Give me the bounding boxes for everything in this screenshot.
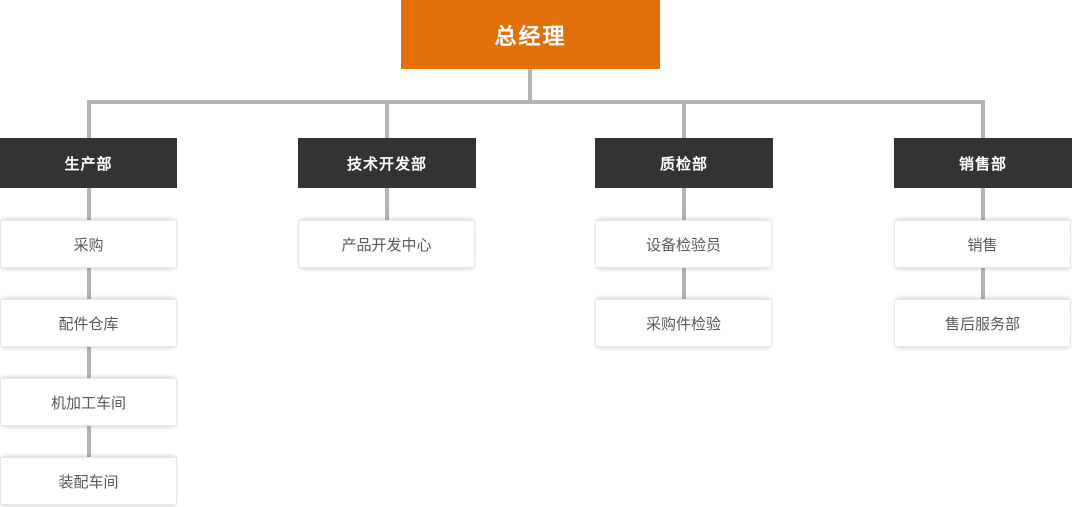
org-node-label: 采购件检验 (645, 315, 721, 333)
org-node-label: 质检部 (659, 155, 708, 173)
org-node-label: 配件仓库 (58, 315, 119, 333)
org-node-general-manager: 总经理 (401, 0, 660, 69)
connector-sub-stub (87, 347, 91, 378)
org-node-label: 产品开发中心 (341, 236, 432, 254)
org-node-label: 设备检验员 (645, 236, 721, 254)
org-node-label: 装配车间 (58, 473, 119, 491)
org-node-label: 生产部 (64, 155, 113, 173)
org-node-label: 售后服务部 (944, 315, 1020, 333)
connector-dept-stub (682, 102, 686, 138)
org-node-equipment-inspector: 设备检验员 (595, 220, 772, 268)
org-node-parts-warehouse: 配件仓库 (0, 299, 177, 347)
connector-sub-stub (87, 188, 91, 220)
connector-sub-stub (682, 268, 686, 299)
connector-sub-stub (981, 268, 985, 299)
connector-horizontal-trunk (87, 100, 985, 104)
org-node-after-sales-service: 售后服务部 (894, 299, 1071, 347)
connector-sub-stub (87, 426, 91, 457)
org-node-tech-development-dept: 技术开发部 (298, 138, 476, 188)
connector-dept-stub (385, 102, 389, 138)
org-node-assembly-workshop: 装配车间 (0, 457, 177, 505)
connector-dept-stub (87, 102, 91, 138)
org-node-label: 销售 (967, 236, 998, 254)
org-node-quality-inspection-dept: 质检部 (595, 138, 773, 188)
org-node-label: 技术开发部 (346, 155, 427, 173)
org-node-label: 总经理 (494, 23, 567, 49)
connector-root-stub (528, 69, 532, 102)
org-node-machining-workshop: 机加工车间 (0, 378, 177, 426)
connector-dept-stub (981, 102, 985, 138)
org-node-sales: 销售 (894, 220, 1071, 268)
org-node-label: 采购 (73, 236, 104, 254)
org-node-product-development-center: 产品开发中心 (298, 220, 475, 268)
org-node-purchased-parts-inspection: 采购件检验 (595, 299, 772, 347)
org-node-label: 机加工车间 (50, 394, 126, 412)
org-node-label: 销售部 (958, 155, 1007, 173)
org-node-production-dept: 生产部 (0, 138, 177, 188)
connector-sub-stub (87, 268, 91, 299)
connector-sub-stub (981, 188, 985, 220)
connector-sub-stub (682, 188, 686, 220)
org-node-procurement: 采购 (0, 220, 177, 268)
org-node-sales-dept: 销售部 (894, 138, 1072, 188)
connector-sub-stub (385, 188, 389, 220)
